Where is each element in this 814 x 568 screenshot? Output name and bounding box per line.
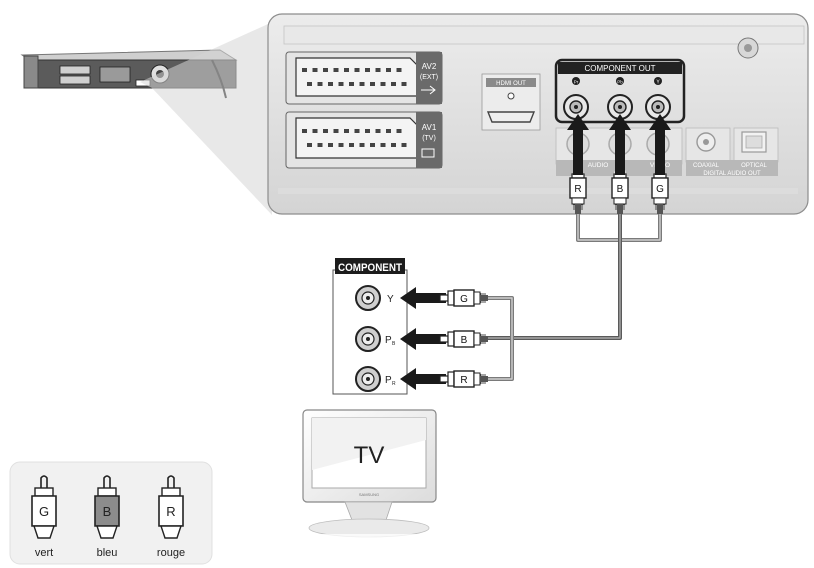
arrow-up-r <box>567 114 589 175</box>
hdmi-out-label: HDMI OUT <box>496 81 526 87</box>
legend-name: bleu <box>97 547 118 559</box>
tv-label: TV <box>354 442 385 469</box>
arrow-out-icon <box>421 148 435 158</box>
tv-label-pr-sub: R <box>392 381 396 387</box>
av1-label-line1: AV1 <box>422 123 437 132</box>
arrow-in-icon <box>421 85 436 95</box>
component-jack-y <box>645 77 671 120</box>
plug-letter: G <box>656 184 664 195</box>
arrows-into-tv <box>400 287 446 390</box>
optical-label: OPTICAL <box>741 163 767 169</box>
legend-letter: G <box>39 504 49 519</box>
plug-letter: R <box>460 375 467 386</box>
arrow-up-g <box>649 114 671 175</box>
mid-plugs: G B R <box>439 289 488 388</box>
rear-panel: AV2 (EXT) AV1 (TV) HDMI OUT COMPONENT OU… <box>267 13 809 215</box>
rca-plug-r-2: R <box>439 370 488 388</box>
tv-set: TV SAMSUNG <box>302 409 437 564</box>
legend-name: vert <box>35 547 53 559</box>
component-title: COMPONENT <box>338 262 402 274</box>
arrows-into-panel <box>567 114 671 175</box>
plug-letter: G <box>460 294 468 305</box>
tv-brand: SAMSUNG <box>359 492 379 497</box>
jack-pr-label: Pr <box>574 80 579 85</box>
arrow-up-b <box>609 114 631 175</box>
arrow-left-pr <box>400 368 446 390</box>
plug-letter: B <box>617 184 624 195</box>
zoom-callout <box>140 24 272 215</box>
legend-name: rouge <box>157 547 185 559</box>
rca-plug-g-0: G <box>439 289 488 307</box>
tv-label-pr: P <box>385 375 392 386</box>
scart-av1 <box>285 111 443 169</box>
tv-jack-pr <box>355 366 381 392</box>
hdmi-port <box>481 73 541 131</box>
cable-wires <box>484 210 662 381</box>
coaxial-label: COAXIAL <box>693 163 720 169</box>
tv-component-panel: COMPONENT Y P B P R <box>332 258 408 395</box>
tv-label-y: Y <box>387 294 394 305</box>
tv-label-pb: P <box>385 335 392 346</box>
tv-jack-y <box>355 285 381 311</box>
component-out-label: COMPONENT OUT <box>585 64 656 73</box>
optical-port <box>733 127 779 163</box>
arrow-left-y <box>400 287 446 309</box>
digital-audio-out-label: DIGITAL AUDIO OUT <box>703 171 761 177</box>
jack-pb-label: Pb <box>617 80 623 85</box>
plug-letter: R <box>574 184 581 195</box>
av2-label-line2: (EXT) <box>420 74 438 81</box>
plug-letter: B <box>461 335 468 346</box>
scart-av2 <box>285 51 443 105</box>
tv-jack-pb <box>355 326 381 352</box>
rca-plug-b-1: B <box>439 330 488 348</box>
arrow-left-pb <box>400 328 446 350</box>
av2-label-line1: AV2 <box>422 62 437 71</box>
audio-label: AUDIO <box>588 162 609 169</box>
coaxial-port <box>685 127 731 163</box>
legend-letter: B <box>103 504 112 519</box>
tv-label-pb-sub: B <box>392 341 396 347</box>
jack-y-label: Y <box>656 80 660 86</box>
av1-label-line2: (TV) <box>422 135 436 142</box>
legend-letter: R <box>166 504 175 519</box>
